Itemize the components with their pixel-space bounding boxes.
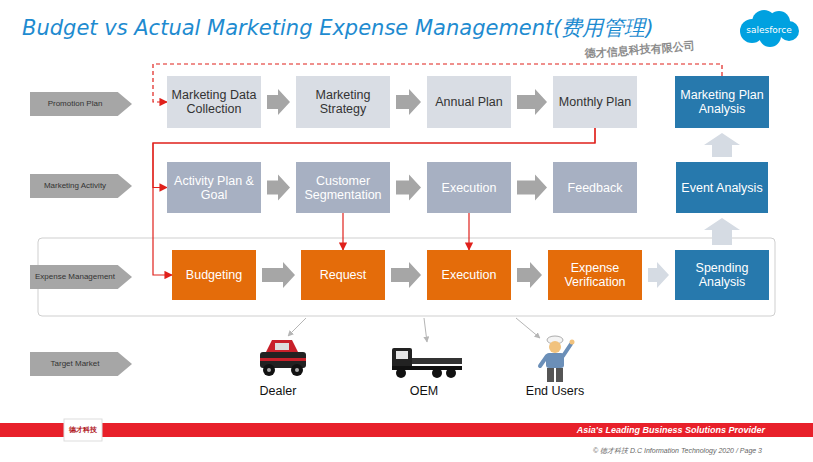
watermark: 德才信息科技有限公司	[585, 39, 696, 62]
process-box: Monthly Plan	[553, 76, 637, 128]
node-text: Expense Verification	[548, 261, 642, 289]
footer-slogan: Asia's Leading Business Solutions Provid…	[577, 425, 765, 435]
block-arrow	[648, 262, 669, 288]
truck-window	[396, 351, 408, 359]
leader-line	[288, 318, 306, 336]
node-text: Annual Plan	[435, 95, 502, 109]
oem-truck-icon	[392, 348, 462, 378]
logo-text: salesforce	[746, 25, 792, 35]
leg	[547, 368, 554, 382]
diagram-title: Budget vs Actual Marketing Expense Manag…	[22, 14, 654, 42]
leader-line	[424, 318, 427, 342]
row-label-arrow: Marketing Activity	[30, 174, 132, 198]
node-text: Activity Plan & Goal	[167, 174, 261, 202]
red-connector	[342, 213, 343, 250]
market-label: Dealer	[260, 384, 297, 398]
wheel	[291, 364, 303, 376]
head	[549, 341, 561, 353]
row-arrow-fill	[30, 174, 132, 198]
wheel	[432, 368, 442, 378]
block-arrow	[517, 262, 542, 288]
hub	[295, 368, 299, 372]
node-text: Target Market	[51, 360, 100, 369]
wheel	[263, 364, 275, 376]
node-text: Monthly Plan	[559, 95, 631, 109]
worker-icon	[540, 336, 575, 382]
process-box: Marketing Strategy	[296, 76, 390, 128]
arm	[563, 344, 571, 356]
node-text: Marketing Activity	[44, 182, 106, 191]
row-label-arrow: Promotion Plan	[30, 92, 132, 116]
row-arrow-fill	[30, 265, 132, 289]
node-text: Expense Management	[35, 273, 115, 282]
block-arrow	[391, 262, 421, 288]
row-arrow-fill	[30, 352, 132, 376]
wheel	[396, 368, 406, 378]
hand	[570, 340, 575, 345]
process-box: Execution	[427, 162, 511, 213]
wheel	[446, 368, 456, 378]
company-logo-text: 德才科技	[69, 425, 97, 435]
analysis-box: Event Analysis	[676, 162, 768, 213]
node-text: Execution	[442, 181, 497, 195]
row-arrow-fill	[30, 92, 132, 116]
node-text: Request	[320, 268, 367, 282]
node-text: Promotion Plan	[48, 100, 103, 109]
node-text: Marketing Plan Analysis	[675, 88, 769, 116]
block-arrow	[267, 175, 290, 201]
leg	[556, 368, 563, 382]
node-text: Marketing Strategy	[296, 88, 390, 116]
expense-box: Budgeting	[172, 250, 256, 300]
block-arrow	[262, 262, 295, 288]
process-box: Annual Plan	[427, 76, 511, 128]
copyright-note: © 德才科技 D.C Information Technology 2020 /…	[593, 446, 762, 456]
truck-bed	[412, 358, 462, 364]
analysis-box: Marketing Plan Analysis	[675, 76, 769, 128]
expense-panel	[38, 238, 775, 316]
node-text: Customer Segmentation	[296, 174, 390, 202]
leader-line	[516, 318, 540, 338]
block-arrow	[396, 175, 421, 201]
expense-box: Expense Verification	[548, 250, 642, 300]
salesforce-cloud	[740, 10, 799, 47]
block-arrow	[704, 218, 740, 245]
block-arrow	[517, 89, 547, 115]
analysis-box: Spending Analysis	[675, 250, 769, 300]
dealer-icon	[260, 340, 306, 376]
block-arrow	[517, 175, 547, 201]
hub	[267, 368, 271, 372]
process-box: Marketing Data Collection	[167, 76, 261, 128]
market-label: End Users	[526, 384, 584, 398]
truck-window	[275, 343, 289, 350]
row-label-arrow: Target Market	[30, 352, 132, 376]
node-text: Feedback	[568, 181, 623, 195]
block-arrow	[396, 89, 421, 115]
expense-box: Request	[301, 250, 385, 300]
process-box: Activity Plan & Goal	[167, 162, 261, 213]
truck-stripe	[260, 358, 306, 361]
process-box: Feedback	[553, 162, 637, 213]
node-text: Event Analysis	[681, 181, 762, 195]
process-box: Customer Segmentation	[296, 162, 390, 213]
market-label: OEM	[410, 384, 438, 398]
footer-bar	[0, 423, 813, 437]
row-label-arrow: Expense Management	[30, 265, 132, 289]
logo-box	[64, 419, 102, 441]
node-text: Budgeting	[186, 268, 242, 282]
truck-cab	[266, 340, 298, 352]
node-text: Spending Analysis	[675, 261, 769, 289]
node-text: Execution	[442, 268, 497, 282]
node-text: Marketing Data Collection	[167, 88, 261, 116]
block-arrow	[267, 89, 290, 115]
red-connector	[468, 213, 469, 250]
block-arrow	[704, 133, 740, 157]
arm	[540, 356, 547, 366]
expense-box: Execution	[427, 250, 511, 300]
